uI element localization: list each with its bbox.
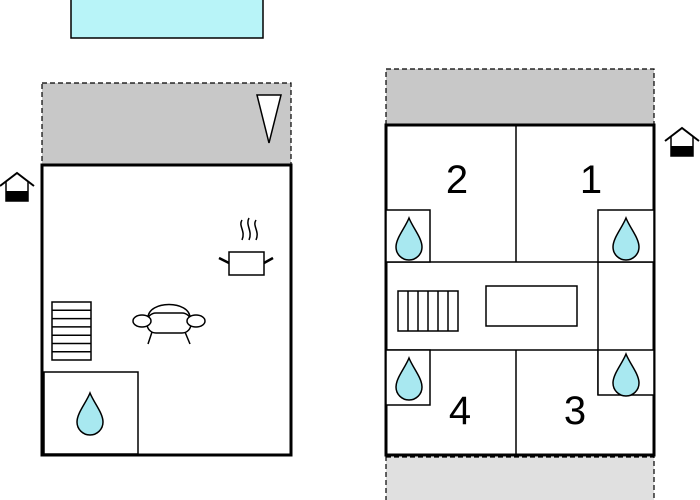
room-label-1: 1 [580, 158, 602, 202]
entrance-icon [664, 127, 700, 157]
balcony [385, 68, 655, 126]
room-label-3: 3 [564, 389, 586, 433]
sofa-icon [132, 303, 206, 345]
pool [70, 0, 264, 39]
stairs-icon [397, 290, 459, 332]
terrace [41, 82, 292, 166]
upper-floor: 2 1 4 3 [384, 68, 656, 500]
entrance-icon [0, 172, 35, 202]
table [485, 285, 578, 327]
bottom-terrace [385, 456, 655, 500]
stairs-icon [51, 301, 92, 361]
room-label-2: 2 [446, 158, 468, 202]
room-label-4: 4 [449, 389, 471, 433]
cooking-pot-icon [218, 217, 274, 276]
pointer-triangle-icon [256, 94, 282, 144]
ground-floor [40, 82, 293, 457]
